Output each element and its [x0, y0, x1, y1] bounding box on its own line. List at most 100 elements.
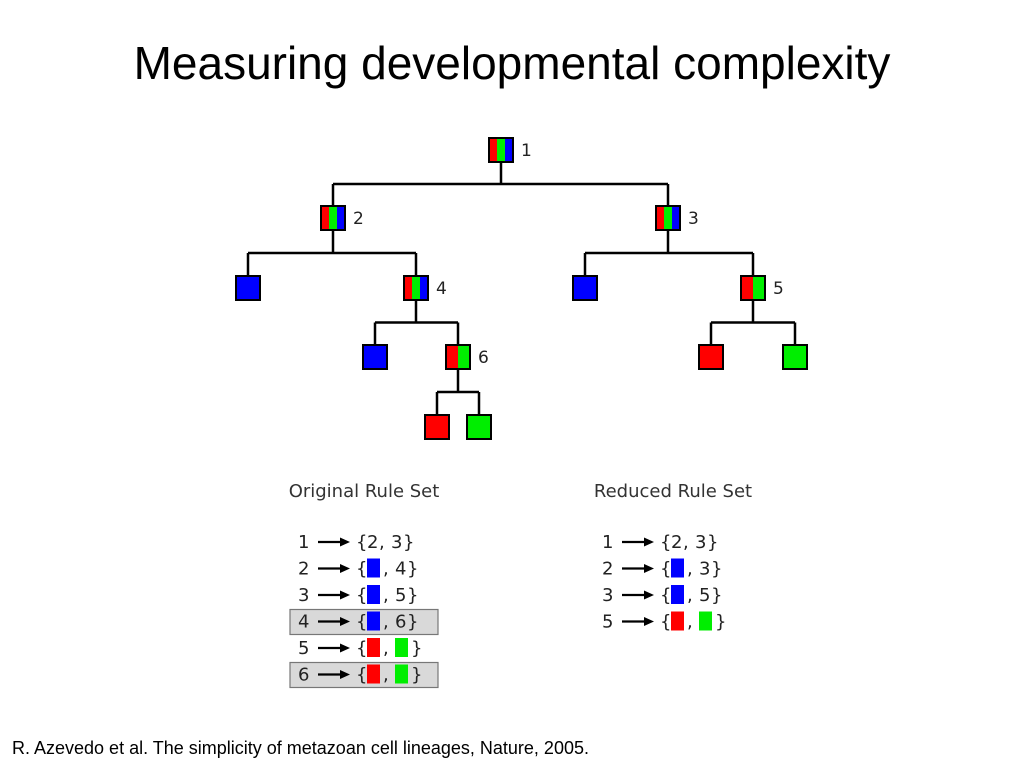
- cell-node-n5: [740, 275, 766, 301]
- comma: ,: [383, 559, 389, 580]
- rule-rhs-item: 4: [395, 559, 406, 580]
- cell-swatch-blue: [367, 558, 380, 578]
- open-brace: {: [660, 612, 671, 633]
- open-brace: {: [660, 532, 671, 553]
- cell-swatch-blue: [367, 611, 380, 631]
- rule-rhs-item: 2: [367, 532, 378, 553]
- citation: R. Azevedo et al. The simplicity of meta…: [12, 738, 589, 758]
- node-label: 1: [521, 141, 532, 161]
- rule-lhs: 1: [298, 532, 309, 553]
- rule-lhs: 5: [298, 638, 309, 659]
- rule-row: 5{,}: [298, 638, 422, 659]
- close-brace: }: [411, 638, 422, 659]
- cell-swatch-blue: [671, 585, 684, 604]
- rule-row: 1 {2, 3}: [298, 532, 414, 553]
- arrow-icon: [318, 564, 350, 573]
- cell-node-n2a: [235, 275, 261, 301]
- comma: ,: [379, 532, 385, 553]
- cell-node-n2: [320, 205, 346, 231]
- cell-swatch-green: [395, 664, 408, 684]
- rule-lhs: 6: [298, 665, 309, 686]
- close-brace: }: [407, 559, 418, 580]
- rule-lhs: 5: [602, 612, 613, 633]
- arrow-icon: [622, 537, 654, 547]
- rule-row: 2{,4}: [298, 558, 418, 580]
- rule-lhs: 1: [602, 532, 613, 553]
- original-rule-set: 1{2,3}2{,4}3{,5}4{,6}5{,}6{,}: [289, 532, 439, 689]
- cell-swatch-red: [671, 611, 684, 631]
- original-rule-set-heading: Original Rule Set: [289, 481, 440, 502]
- open-brace: {: [356, 532, 367, 553]
- rule-lhs: 4: [298, 612, 309, 633]
- open-brace: {: [356, 638, 367, 659]
- slide-title: Measuring developmental complexity: [133, 37, 891, 89]
- close-brace: }: [403, 532, 414, 553]
- open-brace: {: [356, 665, 367, 686]
- tree-edge-n5: [709, 300, 797, 345]
- node-label: 5: [773, 279, 784, 299]
- cell-node-n6a: [424, 414, 450, 440]
- open-brace: {: [356, 612, 367, 633]
- open-brace: {: [356, 559, 367, 580]
- cell-node-n6b: [466, 414, 492, 440]
- comma: ,: [687, 612, 693, 633]
- cell-node-n3: [655, 205, 681, 231]
- tree-edge-n2: [246, 230, 418, 276]
- cell-node-n5b: [782, 344, 808, 370]
- close-brace: }: [711, 585, 722, 606]
- comma: ,: [383, 612, 389, 633]
- close-brace: }: [407, 612, 418, 633]
- rule-rhs-item: 6: [395, 612, 406, 633]
- close-brace: }: [715, 612, 726, 633]
- rule-lhs: 2: [602, 559, 613, 580]
- arrow-icon: [318, 617, 350, 626]
- tree-edge-n3: [583, 230, 755, 276]
- cell-node-n5a: [698, 344, 724, 370]
- arrow-icon: [622, 564, 654, 573]
- cell-swatch-green: [395, 638, 408, 657]
- arrow-icon: [622, 590, 654, 600]
- tree-edge-n1: [331, 162, 670, 206]
- rule-row: 6 {,}: [289, 661, 439, 689]
- rule-rhs-item: 3: [699, 559, 710, 580]
- rule-rhs-item: 3: [695, 532, 706, 553]
- rule-row: 4 {, 6}: [289, 608, 439, 636]
- close-brace: }: [711, 559, 722, 580]
- open-brace: {: [660, 559, 671, 580]
- arrow-icon: [318, 643, 350, 653]
- close-brace: }: [411, 665, 422, 686]
- tree-edge-n6: [435, 369, 481, 415]
- cell-node-n1: [488, 137, 514, 163]
- open-brace: {: [660, 585, 671, 606]
- node-label: 2: [353, 209, 364, 229]
- comma: ,: [383, 585, 389, 606]
- rule-highlight: [289, 608, 439, 636]
- tree-edges: [246, 162, 797, 415]
- arrow-icon: [622, 617, 654, 626]
- comma: ,: [683, 532, 689, 553]
- arrow-icon: [318, 670, 350, 679]
- cell-node-n4a: [362, 344, 388, 370]
- comma: ,: [687, 559, 693, 580]
- rule-row: 3 {, 5}: [298, 585, 418, 606]
- close-brace: }: [407, 585, 418, 606]
- rule-rhs-item: 5: [395, 585, 406, 606]
- open-brace: {: [356, 585, 367, 606]
- rule-rhs-item: 3: [391, 532, 402, 553]
- node-label: 4: [436, 279, 447, 299]
- comma: ,: [383, 665, 389, 686]
- rule-rhs-item: 2: [671, 532, 682, 553]
- cell-node-n4: [403, 275, 429, 301]
- arrow-icon: [318, 537, 350, 547]
- node-label: 6: [478, 348, 489, 368]
- rule-row: 1 {2, 3}: [602, 532, 718, 553]
- cell-node-n3a: [572, 275, 598, 301]
- rule-lhs: 3: [298, 585, 309, 606]
- rule-rhs-item: 5: [699, 585, 710, 606]
- rule-row: 2 {, 3}: [602, 558, 722, 580]
- cell-swatch-green: [699, 611, 712, 631]
- reduced-rule-set-heading: Reduced Rule Set: [594, 481, 752, 502]
- comma: ,: [687, 585, 693, 606]
- close-brace: }: [707, 532, 718, 553]
